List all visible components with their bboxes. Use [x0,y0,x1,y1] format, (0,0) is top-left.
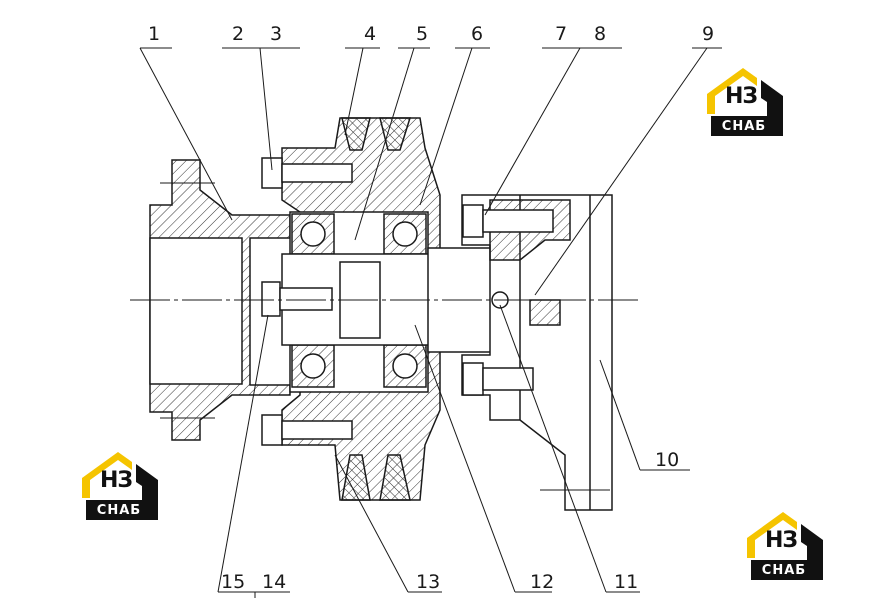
callout-11: 11 [614,571,638,593]
house-logo-icon [707,68,783,136]
callout-14: 14 [262,571,286,593]
bearing-lower [291,344,427,388]
pulley-grooves [341,117,412,501]
watermark-lettering: НЗ [100,468,133,493]
callout-9: 9 [702,23,714,45]
center-lines [130,182,640,491]
callout-2: 2 [232,23,244,45]
watermark-lettering: НЗ [725,84,758,109]
watermark-lettering: СНАБ [96,503,142,518]
watermark-lettering: НЗ [765,528,798,553]
callout-1: 1 [148,23,160,45]
callout-numbers: 1 2 3 4 5 6 7 8 9 10 11 12 13 14 15 [148,23,714,593]
watermark-logo-top-right: НЗ СНАБ [705,66,787,140]
watermark-lettering: СНАБ [721,119,767,134]
callout-5: 5 [416,23,428,45]
house-logo-icon [747,512,823,580]
watermark-lettering: СНАБ [761,563,807,578]
callout-12: 12 [530,571,554,593]
hub-bore [149,237,243,385]
watermark-logo-bottom-right: НЗ СНАБ [745,510,827,584]
callout-7: 7 [555,23,567,45]
bearing-upper [291,213,427,255]
callout-15: 15 [221,571,245,593]
callout-10: 10 [655,449,679,471]
callout-13: 13 [416,571,440,593]
callout-3: 3 [270,23,282,45]
callout-6: 6 [471,23,483,45]
watermark-logo-left: НЗ СНАБ [80,450,162,524]
bolts [261,157,554,446]
house-logo-icon [82,452,158,520]
callout-8: 8 [594,23,606,45]
leader-lines [139,47,722,598]
callout-4: 4 [364,23,376,45]
